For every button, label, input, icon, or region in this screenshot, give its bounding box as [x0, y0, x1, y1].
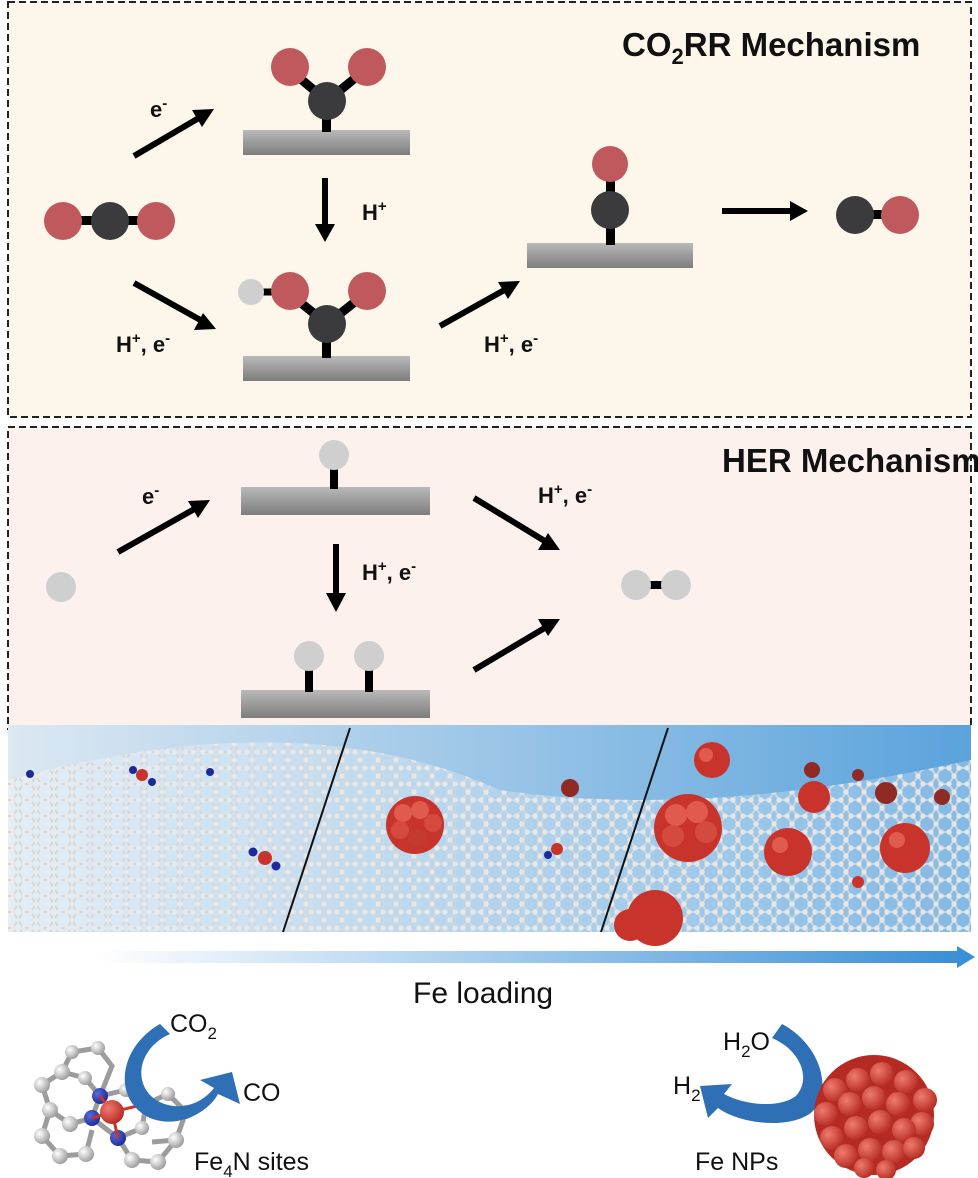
her-title: HER Mechanism: [722, 442, 978, 479]
coads-on-surface: [527, 146, 693, 268]
cooads-on-surface: [243, 48, 410, 155]
label-h-e-left: H+, e-: [116, 330, 170, 357]
two-hads-on-surface: [241, 641, 430, 718]
arrowhead: [538, 533, 560, 550]
label-h: H+: [362, 198, 387, 225]
co2rr-title: CO2RR Mechanism: [622, 26, 920, 69]
h2o-to-h2-ribbon-arrow: [700, 1024, 823, 1124]
fe-nanoparticle: [814, 1055, 937, 1178]
arrowhead: [326, 593, 346, 612]
co2rr-panel: CO2RR Mechanism e- H+, e- H+: [7, 1, 972, 418]
panel-divider: [600, 727, 669, 933]
label-h-e-mid: H+, e-: [362, 558, 416, 585]
label-e: e-: [150, 95, 167, 122]
arrowhead: [194, 313, 216, 330]
fe-single-atom-sites: [26, 766, 281, 871]
fe-nps-label: Fe NPs: [695, 1148, 778, 1176]
arrowhead: [790, 201, 808, 221]
fe-clusters-right: [614, 742, 950, 946]
her-panel: HER Mechanism e- H+, e- H+, e-: [7, 426, 978, 730]
h-proton: [46, 572, 76, 602]
fe-loading-illustration: [8, 725, 971, 946]
arrow-co2-to-coohads: [132, 280, 206, 325]
arrow-h-to-hads: [116, 504, 200, 555]
arrow-co2-to-cooads: [132, 112, 206, 159]
fe4n-sites-label: Fe4N sites: [194, 1148, 309, 1178]
panel-divider: [282, 727, 351, 933]
fe-loading-label: Fe loading: [413, 977, 553, 1010]
hads-on-surface: [241, 440, 430, 515]
arrowhead: [538, 619, 560, 636]
h2-molecule: [621, 570, 691, 600]
right-product-label: H2: [673, 1072, 701, 1105]
fe4n-site-illustration: [34, 1024, 240, 1170]
arrow-hads-to-h2: [472, 495, 550, 546]
label-e: e-: [142, 482, 159, 509]
arrowhead: [188, 500, 210, 518]
fe-loading-arrow: [96, 946, 975, 968]
fe-np-illustration: [700, 1024, 937, 1178]
coohads-on-surface: [238, 272, 410, 381]
fe-cluster-middle: [386, 779, 579, 859]
label-h-e-top: H+, e-: [538, 481, 592, 508]
arrow-coohads-to-coads: [438, 285, 510, 329]
label-h-e-right: H+, e-: [484, 330, 538, 357]
arrowhead: [315, 224, 335, 242]
co-molecule: [836, 196, 919, 234]
co2-to-co-ribbon-arrow: [124, 1024, 240, 1122]
right-reactant-label: H2O: [723, 1028, 770, 1061]
arrowhead: [192, 109, 214, 127]
left-product-label: CO: [243, 1079, 281, 1107]
co2-molecule: [44, 202, 175, 240]
arrowhead: [498, 281, 520, 299]
fe-atom: [100, 1100, 124, 1124]
arrow-2hads-to-h2: [472, 623, 550, 673]
left-reactant-label: CO2: [170, 1010, 217, 1043]
